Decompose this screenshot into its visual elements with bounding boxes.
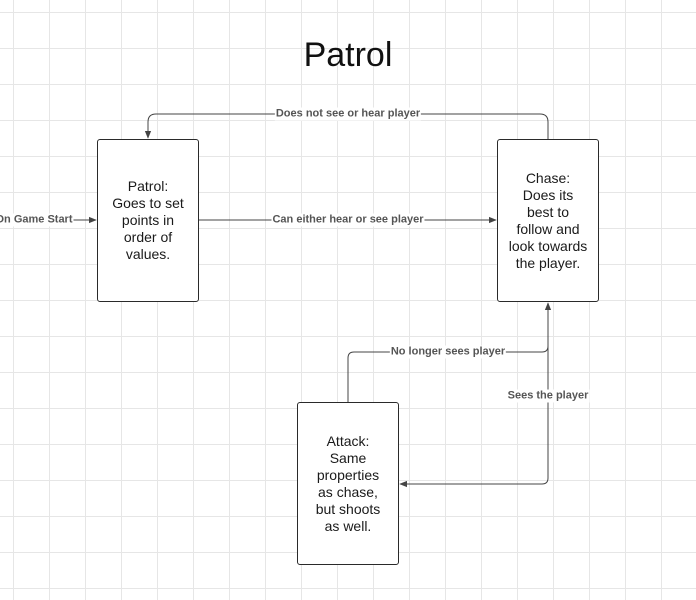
edge-label-start: On Game Start bbox=[0, 213, 74, 227]
edge-label-does-not-see: Does not see or hear player bbox=[274, 107, 422, 121]
edge-label-no-longer-sees: No longer sees player bbox=[389, 345, 507, 359]
node-patrol[interactable]: Patrol: Goes to set points in order of v… bbox=[97, 139, 199, 302]
edge-label-can-hear-see: Can either hear or see player bbox=[271, 213, 425, 227]
node-attack[interactable]: Attack: Same properties as chase, but sh… bbox=[297, 402, 399, 565]
node-chase-text: Chase: Does its best to follow and look … bbox=[508, 169, 588, 271]
edge-chase-to-attack bbox=[399, 320, 549, 488]
node-attack-text: Attack: Same properties as chase, but sh… bbox=[315, 432, 381, 534]
edge-label-sees-player: Sees the player bbox=[506, 389, 590, 403]
node-chase[interactable]: Chase: Does its best to follow and look … bbox=[497, 139, 599, 302]
node-patrol-text: Patrol: Goes to set points in order of v… bbox=[112, 178, 184, 262]
diagram-title: Patrol bbox=[303, 36, 393, 74]
